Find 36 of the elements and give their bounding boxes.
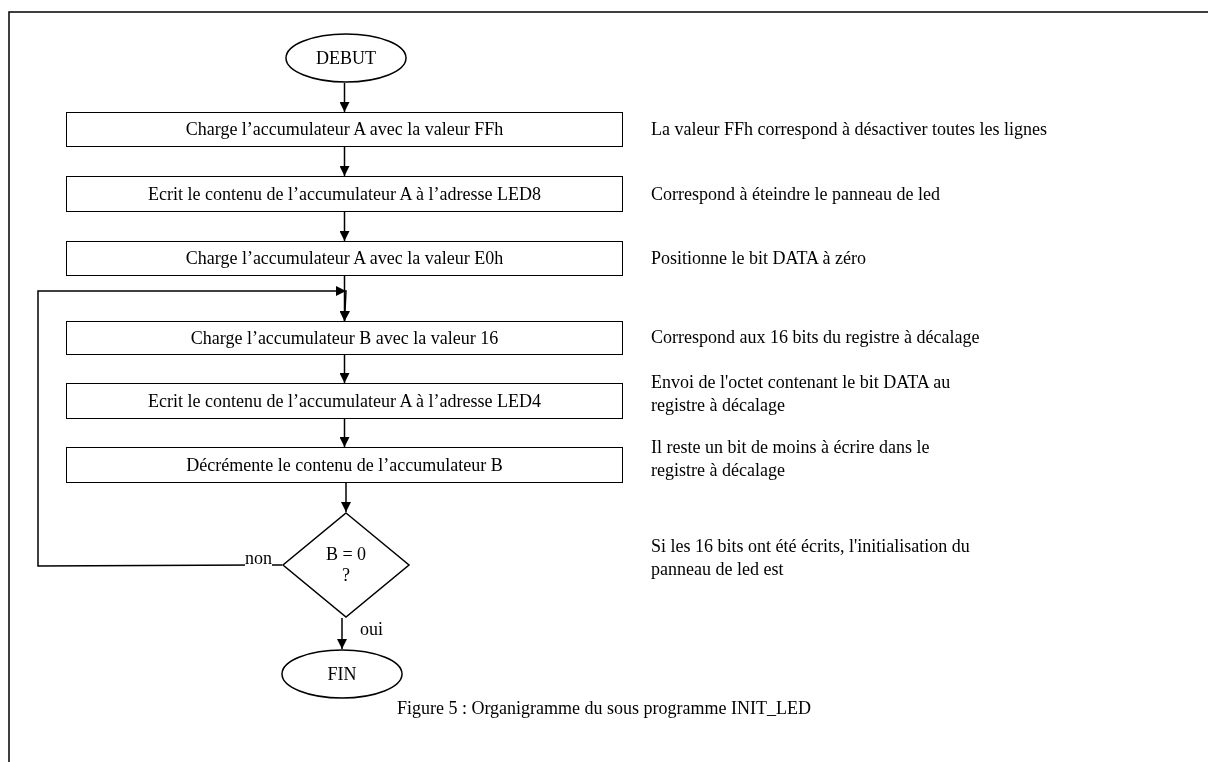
step-comment: Il reste un bit de moins à écrire dans le registre à décalage (651, 436, 931, 481)
arrow (339, 418, 350, 448)
decision-text: ? (342, 565, 350, 586)
terminal-ellipse (281, 649, 403, 699)
decision-diamond (282, 512, 410, 618)
step-text: Charge l’accumulateur A avec la valeur FFh (185, 119, 504, 140)
step-text: Décrémente le contenu de l’accumulateur B (186, 454, 503, 476)
step-comment: Envoi de l'octet contenant le bit DATA au registre à décalage (651, 371, 952, 416)
arrow (341, 482, 351, 513)
process-box (66, 112, 623, 147)
edge-label: oui (360, 620, 383, 638)
process-box (66, 321, 623, 355)
note-text: Si les 16 bits ont été écrits, l'initialisation du panneau de led est (651, 535, 971, 580)
step-text: Ecrit le contenu de l’accumulateur A à l’adresse LED4 (148, 390, 541, 412)
terminal-ellipse (285, 33, 407, 83)
step-text: Charge l’accumulateur A avec la valeur E0h (185, 248, 504, 269)
step-comment: Positionne le bit DATA à zéro (651, 247, 868, 270)
arrow (339, 82, 350, 113)
step-comment: Correspond aux 16 bits du registre à décalage (651, 326, 981, 349)
step-comment: Correspond à éteindre le panneau de led (651, 183, 941, 206)
figure-caption: Figure 5 : Organigramme du sous programme INIT_LED (395, 698, 813, 719)
step-text: FIN (327, 663, 357, 685)
step-comment: La valeur FFh correspond à désactiver toutes les lignes (651, 118, 1048, 141)
decision-text: B = 0 (325, 544, 367, 565)
step-text: DEBUT (316, 47, 376, 69)
arrow (337, 617, 347, 650)
step-text: Charge l’accumulateur B avec la valeur 16 (190, 327, 499, 349)
step-text: Ecrit le contenu de l’accumulateur A à l’adresse LED8 (148, 183, 541, 205)
arrow (339, 146, 350, 177)
process-box (66, 447, 623, 483)
process-box (66, 241, 623, 276)
process-box (66, 176, 623, 212)
arrow (339, 354, 350, 384)
process-box (66, 383, 623, 419)
arrow (37, 290, 350, 567)
arrow (339, 211, 350, 242)
